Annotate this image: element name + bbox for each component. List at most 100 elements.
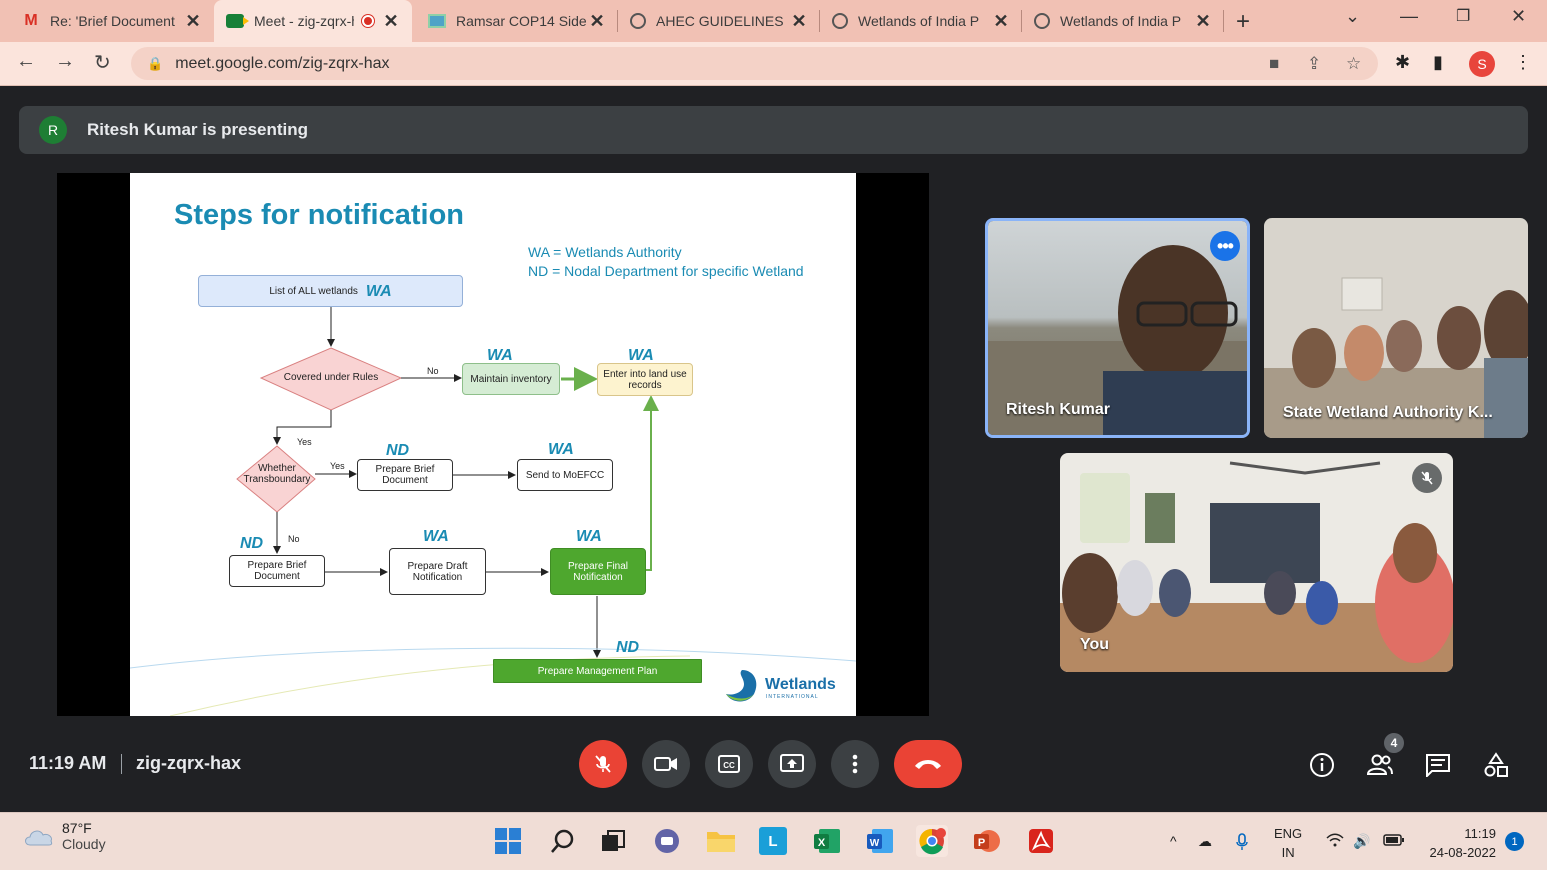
node-prepare-brief-document-top: Prepare Brief Document bbox=[357, 459, 453, 491]
system-clock[interactable]: 11:19 24-08-2022 bbox=[1418, 824, 1497, 862]
acrobat-icon bbox=[1029, 829, 1053, 853]
tab-ahec[interactable]: AHEC GUIDELINES ✕ bbox=[618, 0, 820, 42]
notification-badge[interactable]: 1 bbox=[1505, 832, 1524, 851]
system-time: 11:19 bbox=[1464, 826, 1496, 841]
language-indicator[interactable]: ENG IN bbox=[1274, 824, 1302, 862]
tab-gmail[interactable]: M Re: 'Brief Document ✕ bbox=[10, 0, 214, 42]
tag-wa: WA bbox=[487, 347, 513, 364]
tab-wetlands-1[interactable]: Wetlands of India P ✕ bbox=[820, 0, 1022, 42]
taskbar-search-button[interactable] bbox=[546, 825, 578, 857]
teams-chat-button[interactable] bbox=[651, 825, 683, 857]
onedrive-icon[interactable]: ☁ bbox=[1198, 833, 1212, 849]
tag-nd: ND bbox=[386, 442, 410, 459]
tab-search-icon[interactable]: ⌄ bbox=[1345, 6, 1361, 26]
participant-tile-ritesh[interactable]: ••• Ritesh Kumar bbox=[985, 218, 1250, 438]
meeting-details-button[interactable] bbox=[1307, 750, 1337, 780]
participant-video bbox=[1264, 218, 1528, 438]
participant-tile-you[interactable]: You bbox=[1060, 453, 1453, 672]
chat-button[interactable] bbox=[1423, 750, 1453, 780]
new-tab-button[interactable]: + bbox=[1236, 8, 1251, 35]
excel-button[interactable]: X bbox=[811, 825, 843, 857]
extensions-icon[interactable]: ✱ bbox=[1395, 52, 1411, 72]
tab-ramsar[interactable]: Ramsar COP14 Side ✕ bbox=[416, 0, 618, 42]
tile-muted-indicator bbox=[1412, 463, 1442, 493]
word-button[interactable]: W bbox=[864, 825, 896, 857]
hang-up-icon bbox=[915, 760, 941, 769]
start-button[interactable] bbox=[492, 825, 524, 857]
window-close-button[interactable]: ✕ bbox=[1511, 6, 1527, 26]
back-button[interactable]: ← bbox=[16, 50, 36, 72]
present-screen-icon bbox=[780, 754, 804, 772]
tab-wetlands-2[interactable]: Wetlands of India P ✕ bbox=[1022, 0, 1224, 42]
restore-button[interactable]: ❐ bbox=[1456, 8, 1471, 25]
captions-button[interactable]: CC bbox=[705, 740, 753, 788]
node-enter-land-use-records: Enter into land use records bbox=[597, 363, 693, 396]
microphone-tray-icon[interactable] bbox=[1236, 833, 1248, 854]
show-hidden-icons-button[interactable]: ^ bbox=[1170, 833, 1177, 849]
tag-nd: ND bbox=[616, 639, 640, 656]
node-label: List of ALL wetlands bbox=[269, 285, 358, 297]
minimize-button[interactable]: — bbox=[1400, 6, 1418, 26]
present-now-button[interactable] bbox=[768, 740, 816, 788]
l-app-button[interactable]: L bbox=[759, 827, 787, 855]
powerpoint-button[interactable]: P bbox=[971, 825, 1003, 857]
close-icon[interactable]: ✕ bbox=[1195, 10, 1211, 31]
close-icon[interactable]: ✕ bbox=[791, 10, 807, 31]
svg-text:P: P bbox=[978, 837, 985, 849]
chat-icon bbox=[1426, 754, 1450, 777]
share-icon[interactable]: ⇪ bbox=[1307, 54, 1322, 73]
battery-icon[interactable] bbox=[1383, 833, 1405, 849]
camera-icon[interactable]: ■ bbox=[1269, 54, 1280, 73]
participant-video bbox=[988, 221, 1247, 435]
close-icon[interactable]: ✕ bbox=[185, 10, 201, 31]
activities-button[interactable] bbox=[1481, 750, 1511, 780]
acrobat-button[interactable] bbox=[1025, 825, 1057, 857]
node-prepare-draft-notification: Prepare Draft Notification bbox=[389, 548, 486, 595]
menu-kebab-icon[interactable]: ⋮ bbox=[1514, 52, 1532, 72]
tab-meet[interactable]: Meet - zig-zqrx-hax ✕ bbox=[214, 0, 412, 42]
cloud-icon bbox=[25, 830, 53, 846]
presenting-text: Ritesh Kumar is presenting bbox=[87, 120, 309, 139]
profile-avatar[interactable]: S bbox=[1469, 51, 1495, 77]
leave-call-button[interactable] bbox=[894, 740, 962, 788]
close-icon[interactable]: ✕ bbox=[383, 10, 399, 31]
tab-title: Re: 'Brief Document bbox=[50, 13, 175, 29]
reload-button[interactable]: ↻ bbox=[94, 52, 111, 74]
microphone-toggle-button[interactable] bbox=[579, 740, 627, 788]
more-options-button[interactable] bbox=[831, 740, 879, 788]
battery-status-icon bbox=[1383, 834, 1404, 846]
language-code: ENG bbox=[1274, 826, 1303, 841]
side-panel-icon[interactable]: ▮ bbox=[1433, 52, 1443, 72]
people-button[interactable] bbox=[1365, 750, 1395, 780]
tag-wa: WA bbox=[628, 347, 654, 364]
weather-widget[interactable]: 87°F Cloudy bbox=[22, 820, 106, 852]
slide-legend: WA = Wetlands Authority ND = Nodal Depar… bbox=[528, 243, 804, 281]
volume-icon[interactable]: 🔊 bbox=[1353, 833, 1371, 849]
close-icon[interactable]: ✕ bbox=[589, 10, 605, 31]
search-icon bbox=[551, 829, 574, 853]
file-explorer-button[interactable] bbox=[705, 825, 737, 857]
tag-wa: WA bbox=[423, 528, 449, 545]
wetlands-logo-subtext: INTERNATIONAL bbox=[766, 694, 819, 700]
tile-more-options-button[interactable]: ••• bbox=[1210, 231, 1240, 261]
mic-off-icon bbox=[1421, 471, 1433, 485]
folder-icon bbox=[707, 832, 735, 852]
wetlands-logo-text: Wetlands bbox=[765, 676, 836, 693]
chrome-button[interactable] bbox=[916, 825, 948, 857]
node-prepare-management-plan: Prepare Management Plan bbox=[493, 659, 702, 683]
bookmark-star-icon[interactable]: ☆ bbox=[1346, 54, 1362, 73]
url-text: meet.google.com/zig-zqrx-hax bbox=[175, 54, 390, 72]
wifi-icon[interactable] bbox=[1326, 833, 1344, 850]
svg-text:CC: CC bbox=[723, 761, 735, 770]
globe-icon bbox=[1034, 13, 1050, 29]
forward-button[interactable]: → bbox=[55, 50, 75, 72]
tag-wa: WA bbox=[548, 441, 574, 458]
task-view-button[interactable] bbox=[597, 825, 629, 857]
close-icon[interactable]: ✕ bbox=[993, 10, 1009, 31]
camera-toggle-button[interactable] bbox=[642, 740, 690, 788]
participant-tile-state-wetland-authority[interactable]: State Wetland Authority K... bbox=[1264, 218, 1528, 438]
edge-label-no: No bbox=[288, 534, 300, 544]
activities-shapes-icon bbox=[1484, 752, 1508, 777]
address-bar[interactable]: 🔒 meet.google.com/zig-zqrx-hax ■ ⇪ ☆ bbox=[131, 47, 1378, 80]
lock-icon[interactable]: 🔒 bbox=[147, 55, 164, 71]
